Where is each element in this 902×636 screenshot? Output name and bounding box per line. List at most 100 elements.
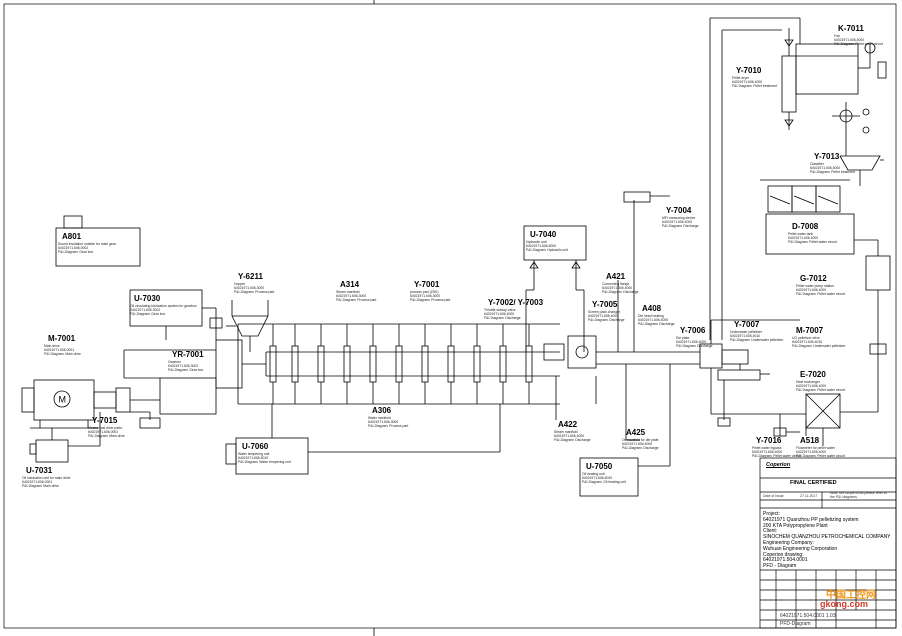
unit-desc-y7001: process part (ZSK) xyxy=(410,290,439,294)
barrel-flange xyxy=(473,345,481,383)
status-label: FINAL CERTIFIED xyxy=(790,480,837,486)
unit-desc-y7010: Pellet dryer xyxy=(732,76,750,80)
unit-desc-k7011: P&I-Diagram: Pellet water circuit xyxy=(834,42,883,46)
unit-tag-m7001: M-7001 xyxy=(48,334,76,343)
unit-desc-y7006: P&I-Diagram: Discharge xyxy=(676,344,713,348)
unit-desc-u7050: Oil heating unit xyxy=(582,472,605,476)
project-info-line: Wuhuan Engineering Corporation xyxy=(763,545,838,552)
project-info-line: 200 KTA Polypropylene Plant xyxy=(763,522,828,529)
drawing-number: 64021971.504.0001 1.03 xyxy=(780,613,836,619)
unit-desc-m7007: P&I-Diagram: Underwater pelletizer xyxy=(792,344,846,348)
unit-tag-d7008: D-7008 xyxy=(792,222,819,231)
drawing-title: PFD-Diagram xyxy=(780,621,811,627)
unit-desc-d7008: 64021971.606.4000 xyxy=(788,236,819,240)
unit-desc-a408: Die head heating xyxy=(638,314,664,318)
unit-desc-y6211: P&I-Diagram: Process part xyxy=(234,290,275,294)
unit-desc-m7001: P&I-Diagram: Main drive xyxy=(44,352,81,356)
unit-desc-u7050: P&I-Diagram: Oil heating unit xyxy=(582,480,626,484)
date-label: Date of Issue xyxy=(763,494,784,498)
unit-desc-u7030: P&I-Diagram: Gear box xyxy=(130,312,166,316)
unit-desc-y6211: 64021971.606.3000 xyxy=(234,286,265,290)
unit-desc-m7007: 64021971.606.4010 xyxy=(792,340,823,344)
unit-desc-a801: 64021971.606.0002 xyxy=(58,246,89,250)
classifier-screens xyxy=(760,179,850,213)
unit-desc-y7001: P&I-Diagram: Process part xyxy=(410,298,451,302)
unit-desc-y7004: P&I-Diagram: Discharge xyxy=(662,224,699,228)
unit-desc-u7060: 64021971.606.5010 xyxy=(238,456,269,460)
unit-desc-y7006: Die plate xyxy=(676,336,690,340)
unit-desc-a801: P&I-Diagram: Gear box xyxy=(58,250,94,254)
unit-desc-a306: P&I-Diagram: Process part xyxy=(368,424,409,428)
unit-tag-u7040: U-7040 xyxy=(530,230,557,239)
unit-desc-a518: Flowmeter for pellet water xyxy=(796,446,836,450)
unit-desc-y7005: 64021971.606.4000 xyxy=(588,314,619,318)
unit-tag-y7010: Y-7010 xyxy=(736,66,762,75)
hopper xyxy=(226,300,269,352)
unit-desc-a422: P&I-Diagram: Discharge xyxy=(554,438,591,442)
barrel-flange xyxy=(421,345,429,383)
unit-desc-a306: Water manifold xyxy=(368,416,391,420)
unit-desc-a408: 64021971.606.4000 xyxy=(638,318,669,322)
barrel-flange xyxy=(525,345,533,383)
unit-desc-a425: Oil manifold for die plate xyxy=(622,438,659,442)
project-info-line: Engineering Company: xyxy=(763,540,814,546)
main-drive-motor: M xyxy=(21,379,98,429)
unit-desc-y7006: 64021971.606.4000 xyxy=(676,340,707,344)
unit-tag-u7050: U-7050 xyxy=(586,462,613,471)
unit-tag-k7011: K-7011 xyxy=(838,24,864,33)
unit-desc-a314: P&I-Diagram: Process part xyxy=(336,298,377,302)
unit-desc-yr7001: Gearbox xyxy=(168,360,182,364)
unit-desc-y7013: 64021971.606.4000 xyxy=(810,166,841,170)
barrel-segments xyxy=(269,324,533,404)
unit-desc-y7013: P&I-Diagram: Pellet treatment xyxy=(810,170,856,174)
unit-desc-a518: 64021971.606.4000 xyxy=(796,450,827,454)
unit-desc-y7015: Mechanical drive parts xyxy=(88,426,122,430)
project-info-line: Project: xyxy=(763,511,780,517)
unit-desc-a422: 64021971.606.4000 xyxy=(554,434,585,438)
unit-desc-a421: P&I-Diagram: Discharge xyxy=(602,290,639,294)
unit-desc-yr7001: P&I-Diagram: Gear box xyxy=(168,368,204,372)
project-info-line: 64021971 Quanzhou PP pelletizing system xyxy=(763,516,859,523)
unit-tag-a408: A408 xyxy=(642,304,662,313)
unit-desc-m7001: 64021971.606.0001 xyxy=(44,348,75,352)
unit-tag-u7060: U-7060 xyxy=(242,442,269,451)
date-value: 27.11.2017 xyxy=(800,494,818,498)
unit-desc-y7007: P&I-Diagram: Underwater pelletizer xyxy=(730,338,784,342)
unit-tag-y7016: Y-7016 xyxy=(756,436,782,445)
barrel-flange xyxy=(317,345,325,383)
unit-tag-a421: A421 xyxy=(606,272,626,281)
unit-tag-a306: A306 xyxy=(372,406,392,415)
unit-desc-u7030: Oil circulating lubrication system for g… xyxy=(130,304,197,308)
unit-tag-a314: A314 xyxy=(340,280,360,289)
unit-desc-y6211: Hopper xyxy=(234,282,246,286)
unit-desc-d7008: Pellet water tank xyxy=(788,232,814,236)
unit-desc-y7016: 64021971.606.4000 xyxy=(752,450,783,454)
unit-tag-yr7001: YR-7001 xyxy=(172,350,204,359)
unit-tag-y7013: Y-7013 xyxy=(814,152,840,161)
unit-desc-d7008: P&I-Diagram: Pellet water circuit xyxy=(788,240,837,244)
unit-desc-u7030: 64021971.606.3002 xyxy=(130,308,161,312)
unit-desc-y7005: P&I-Diagram: Discharge xyxy=(588,318,625,322)
unit-desc-u7040: P&I-Diagram: Hydraulic unit xyxy=(526,248,568,252)
unit-desc-y7007: Underwater pelletizer xyxy=(730,330,763,334)
unit-desc-a314: Steam manifold xyxy=(336,290,360,294)
project-info-line: Client: xyxy=(763,528,778,535)
unit-desc-g7012: P&I-Diagram: Pellet water circuit xyxy=(796,292,845,296)
unit-desc-u7031: 64021971.606.0001 xyxy=(22,480,53,484)
unit-desc-u7040: Hydraulic unit xyxy=(526,240,547,244)
unit-desc-y7010: P&I-Diagram: Pellet treatment xyxy=(732,84,778,88)
unit-desc-a421: 64021971.606.4000 xyxy=(602,286,633,290)
unit-desc-u7060: Water tempering unit xyxy=(238,452,270,456)
unit-tag-u7030: U-7030 xyxy=(134,294,161,303)
barrel-flange xyxy=(499,345,507,383)
unit-tag-y7005: Y-7005 xyxy=(592,300,618,309)
unit-desc-a421: Connecting flange xyxy=(602,282,630,286)
project-info-line: PFD - Diagram xyxy=(763,563,797,570)
unit-desc-a314: 64021971.606.3000 xyxy=(336,294,367,298)
unit-desc-k7011: 64021971.606.4000 xyxy=(834,38,865,42)
unit-desc-u7031: Oil lubrication unit for main drive xyxy=(22,476,71,480)
unit-desc-g7012: Pellet water pump station xyxy=(796,284,835,288)
unit-tag-g7012: G-7012 xyxy=(800,274,827,283)
drawing-frame xyxy=(3,3,897,629)
scope-note: Note: the scope limits please refer to t… xyxy=(830,491,887,499)
